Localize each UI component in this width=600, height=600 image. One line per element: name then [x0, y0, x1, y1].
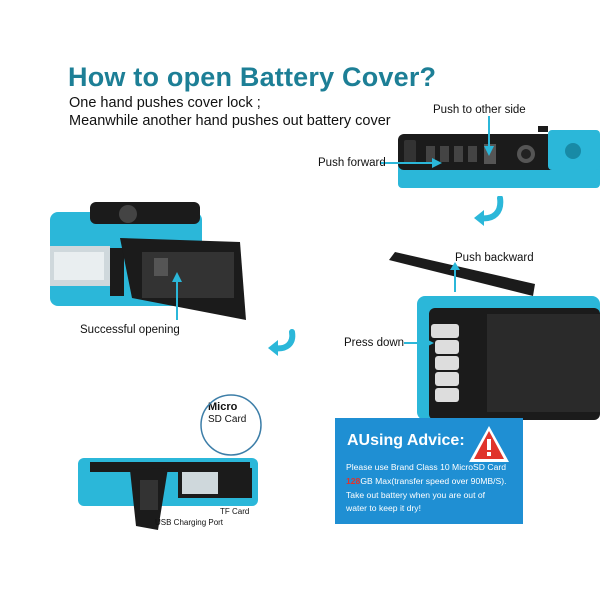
page-title: How to open Battery Cover? — [68, 62, 437, 92]
micro-sd-circle — [200, 394, 262, 456]
camera-push-backward-image — [389, 252, 600, 420]
label-usb-port: USB Charging Port — [155, 518, 224, 527]
label-successful-opening: Successful opening — [80, 324, 180, 336]
instruction-line-2: Meanwhile another hand pushes out batter… — [69, 113, 391, 129]
camera-opened-image — [50, 202, 246, 320]
label-press-down: Press down — [344, 337, 405, 349]
advice-line-1: Please use Brand Class 10 MicroSD Card — [346, 462, 507, 472]
label-tf-card: TF Card — [220, 507, 250, 516]
advice-box: AUsing Advice: Please use Brand Class 10… — [335, 418, 523, 524]
curved-arrow-icon — [474, 196, 504, 226]
camera-sd-slot-image — [78, 458, 258, 530]
label-push-forward: Push forward — [318, 157, 386, 169]
instruction-line-1: One hand pushes cover lock ; — [69, 95, 261, 111]
advice-line-3: Take out battery when you are out of — [346, 490, 486, 500]
curved-arrow-icon-2 — [268, 329, 296, 356]
advice-title: AUsing Advice: — [347, 432, 465, 449]
arrow-up-icon-2 — [450, 262, 460, 292]
warning-icon — [469, 426, 509, 462]
label-push-other-side: Push to other side — [433, 104, 526, 116]
advice-line-4: water to keep it dry! — [346, 503, 421, 513]
arrow-down-icon — [484, 116, 494, 156]
label-push-backward: Push backward — [455, 252, 534, 264]
arrow-right-icon — [380, 158, 442, 168]
label-micro: Micro — [208, 401, 238, 413]
advice-line-2: 128GB Max(transfer speed over 90MB/S). — [346, 476, 507, 486]
advice-highlight: 128 — [346, 476, 361, 486]
arrow-up-icon — [172, 272, 182, 320]
arrow-right-icon-2 — [404, 338, 434, 348]
advice-line-2-rest: GB Max(transfer speed over 90MB/S). — [360, 476, 507, 486]
label-sd-card: SD Card — [208, 414, 247, 425]
camera-lock-closeup-image — [398, 126, 600, 188]
